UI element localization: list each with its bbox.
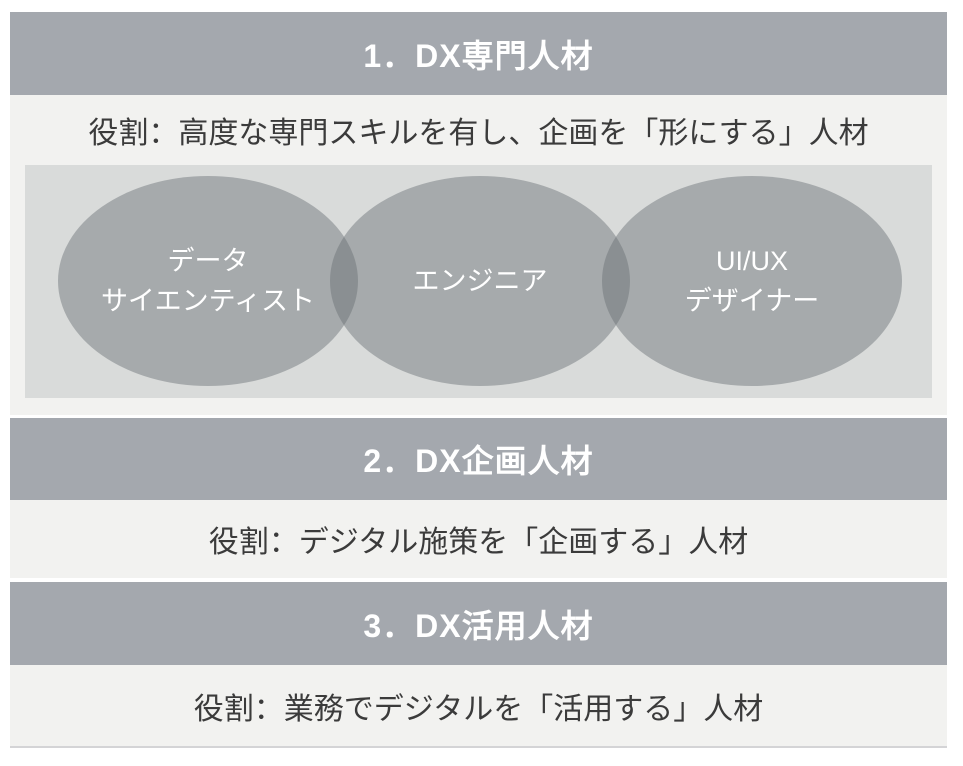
section-2-body: 役割：デジタル施策を「企画する」人材	[10, 500, 947, 578]
venn-ellipse-data-scientist	[58, 176, 358, 386]
venn-diagram: データ サイエンティスト エンジニア UI/UX デザイナー	[25, 165, 932, 398]
section-2-header: 2．DX企画人材	[10, 418, 947, 500]
section-2-title: 2．DX企画人材	[363, 443, 594, 479]
venn-label-uiux-designer: UI/UX デザイナー	[602, 176, 902, 386]
section-3-body: 役割：業務でデジタルを「活用する」人材	[10, 665, 947, 748]
venn-ellipse-uiux-designer	[602, 176, 902, 386]
section-1-title: 1．DX専門人材	[363, 37, 594, 74]
section-3-role-text: 役割：業務でデジタルを「活用する」人材	[193, 692, 764, 726]
venn-label-line: データ	[167, 246, 249, 276]
venn-label-engineer: エンジニア	[330, 176, 630, 386]
dx-personnel-diagram: 1．DX専門人材 役割：高度な専門スキルを有し、企画を「形にする」人材 データ …	[10, 12, 947, 748]
section-2-role-text: 役割：デジタル施策を「企画する」人材	[208, 526, 749, 559]
section-1-role-text: 役割：高度な専門スキルを有し、企画を「形にする」人材	[88, 117, 869, 150]
venn-label-line: デザイナー	[684, 286, 820, 316]
section-3-title: 3．DX活用人材	[363, 607, 594, 644]
section-divider	[10, 578, 947, 582]
venn-ellipse-engineer	[330, 176, 630, 386]
section-1-body: 役割：高度な専門スキルを有し、企画を「形にする」人材 データ サイエンティスト …	[10, 95, 947, 415]
section-1-header: 1．DX専門人材	[10, 12, 947, 95]
section-divider	[10, 415, 947, 418]
venn-label-line: エンジニア	[412, 266, 548, 296]
section-2-role: 役割：デジタル施策を「企画する」人材	[10, 500, 947, 578]
section-3-header: 3．DX活用人材	[10, 582, 947, 665]
section-3-role: 役割：業務でデジタルを「活用する」人材	[10, 665, 947, 746]
section-1-role: 役割：高度な専門スキルを有し、企画を「形にする」人材	[10, 95, 947, 165]
venn-label-line: UI/UX	[715, 246, 788, 276]
venn-label-line: サイエンティスト	[100, 286, 316, 316]
venn-label-data-scientist: データ サイエンティスト	[58, 176, 358, 386]
